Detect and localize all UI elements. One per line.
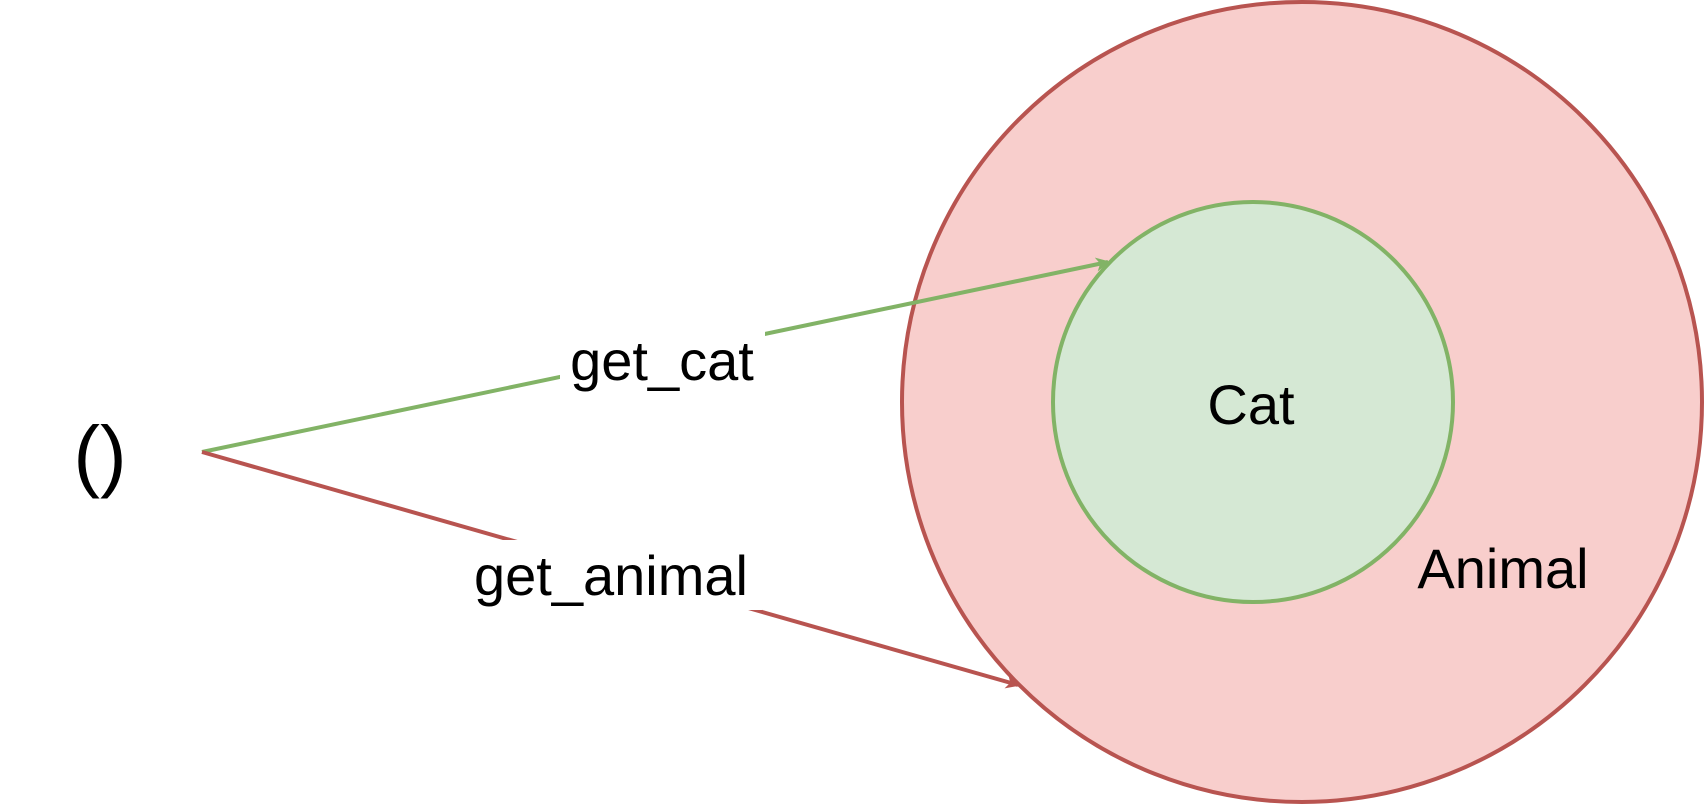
animal-label: Animal	[1417, 537, 1588, 600]
edge-get-animal-label-bg	[462, 540, 762, 610]
edge-get-animal-label: get_animal	[474, 544, 748, 607]
edge-get-cat-label: get_cat	[570, 329, 754, 392]
edge-get-cat-label-bg	[560, 330, 765, 400]
cat-circle[interactable]	[1051, 200, 1455, 604]
edge-get-animal[interactable]: get_animal	[201, 450, 1020, 689]
source-node-label: ()	[73, 410, 126, 499]
cat-label: Cat	[1207, 373, 1295, 436]
cat-set[interactable]: Cat	[1051, 200, 1455, 604]
edge-get-cat[interactable]: get_cat	[201, 257, 1110, 454]
